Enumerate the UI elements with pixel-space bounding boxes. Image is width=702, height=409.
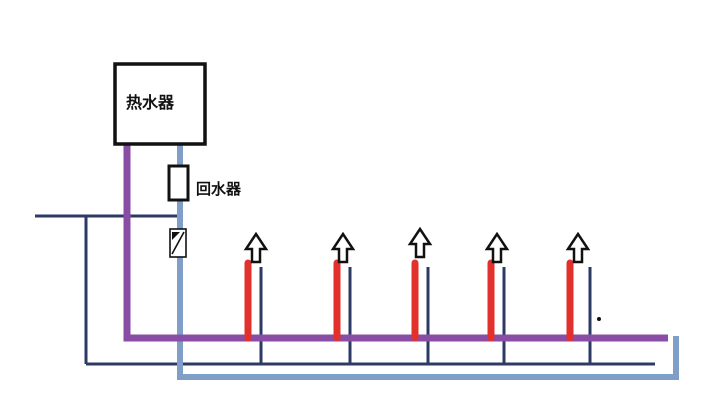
up-arrow-icon	[330, 231, 356, 264]
check-valve-flag	[172, 232, 180, 240]
up-arrow-icon	[243, 231, 269, 264]
check-valve-diagonal	[171, 231, 185, 255]
up-arrow-icon	[565, 231, 591, 264]
return-line	[177, 144, 679, 380]
up-arrow-icon	[407, 226, 433, 259]
outlet-arrows	[243, 226, 591, 264]
return-device-label: 回水器	[196, 180, 242, 198]
stray-dot	[597, 317, 601, 321]
fixture-hot-risers	[244, 259, 574, 342]
up-arrow-icon	[484, 231, 510, 264]
water-heater-box	[113, 62, 207, 146]
return-device-box	[167, 164, 190, 202]
water-heater-label: 热水器	[126, 93, 175, 112]
check-valve	[169, 228, 187, 258]
hot-supply-line	[123, 144, 668, 342]
